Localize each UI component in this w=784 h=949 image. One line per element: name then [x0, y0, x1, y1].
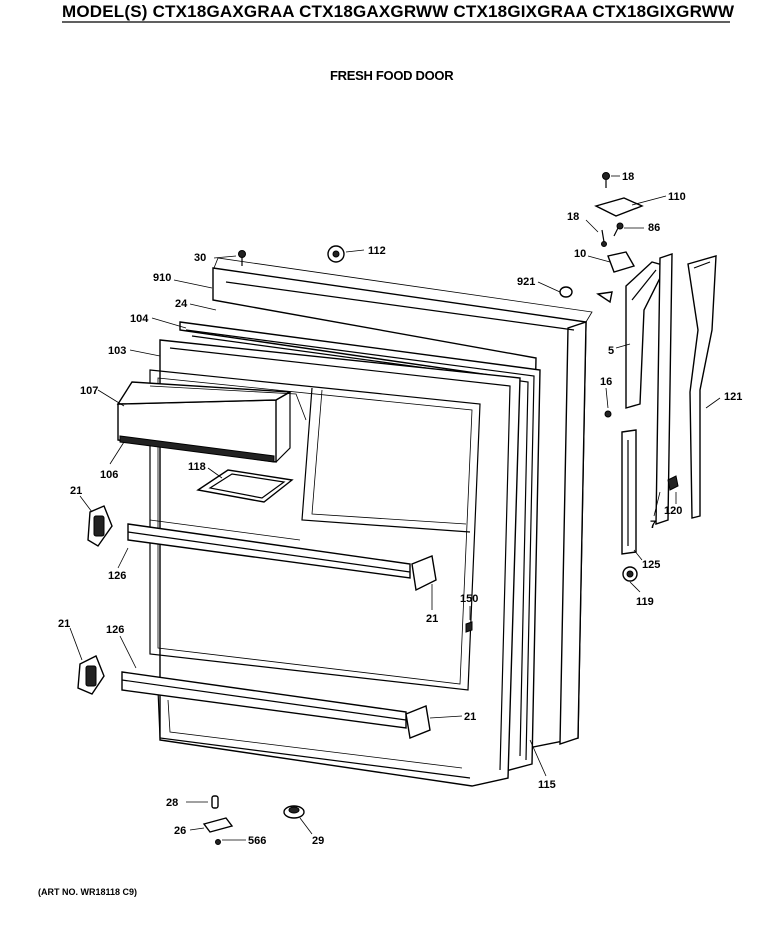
callout-7: 7: [650, 519, 656, 531]
callout-18-top: 18: [622, 171, 634, 183]
callout-24: 24: [175, 298, 188, 310]
callout-921: 921: [517, 276, 535, 288]
diagram-subtitle: FRESH FOOD DOOR: [330, 68, 454, 83]
art-number: (ART NO. WR18118 C9): [38, 887, 138, 897]
callout-21-lower-left: 21: [58, 618, 70, 630]
handle-bracket: [621, 429, 637, 555]
callout-126-upper: 126: [108, 570, 126, 582]
callout-107: 107: [80, 385, 98, 397]
leader-lines: [69, 175, 721, 841]
callout-126-lower: 126: [106, 624, 124, 636]
hinge-parts: [594, 197, 673, 525]
callout-104: 104: [130, 313, 149, 325]
callout-106: 106: [100, 469, 118, 481]
door-shelf-upper: [127, 523, 411, 579]
screws-and-fasteners: [202, 172, 679, 845]
door-shelf-lower: [121, 671, 407, 729]
callout-115: 115: [538, 779, 556, 791]
callout-110: 110: [668, 191, 686, 203]
dairy-compartment-door: [116, 381, 307, 463]
callout-16: 16: [600, 376, 612, 388]
callout-125: 125: [642, 559, 660, 571]
callout-121: 121: [724, 391, 742, 403]
model-list-header: MODEL(S) CTX18GAXGRAA CTX18GAXGRWW CTX18…: [62, 2, 735, 21]
callout-910: 910: [153, 272, 171, 284]
door-handle: [687, 255, 717, 519]
shelf-end-cap-parts: [77, 505, 437, 739]
callout-30: 30: [194, 252, 206, 264]
callout-112: 112: [368, 245, 386, 257]
callout-566: 566: [248, 835, 266, 847]
callout-labels: 18 110 18 86 10 30 112 910 921 24 104 10…: [58, 171, 742, 847]
callout-18: 18: [567, 211, 579, 223]
callout-103: 103: [108, 345, 126, 357]
callout-21-right-lower: 21: [464, 711, 476, 723]
callout-118: 118: [188, 461, 206, 473]
callout-29: 29: [312, 835, 324, 847]
callout-10: 10: [574, 248, 586, 260]
callout-21-right-upper: 21: [426, 613, 438, 625]
callout-120: 120: [664, 505, 682, 517]
callout-26: 26: [174, 825, 186, 837]
callout-28: 28: [166, 797, 178, 809]
callout-86: 86: [648, 222, 660, 234]
callout-150: 150: [460, 593, 478, 605]
callout-21-upper-left: 21: [70, 485, 82, 497]
callout-119: 119: [636, 596, 654, 608]
callout-5: 5: [608, 345, 614, 357]
